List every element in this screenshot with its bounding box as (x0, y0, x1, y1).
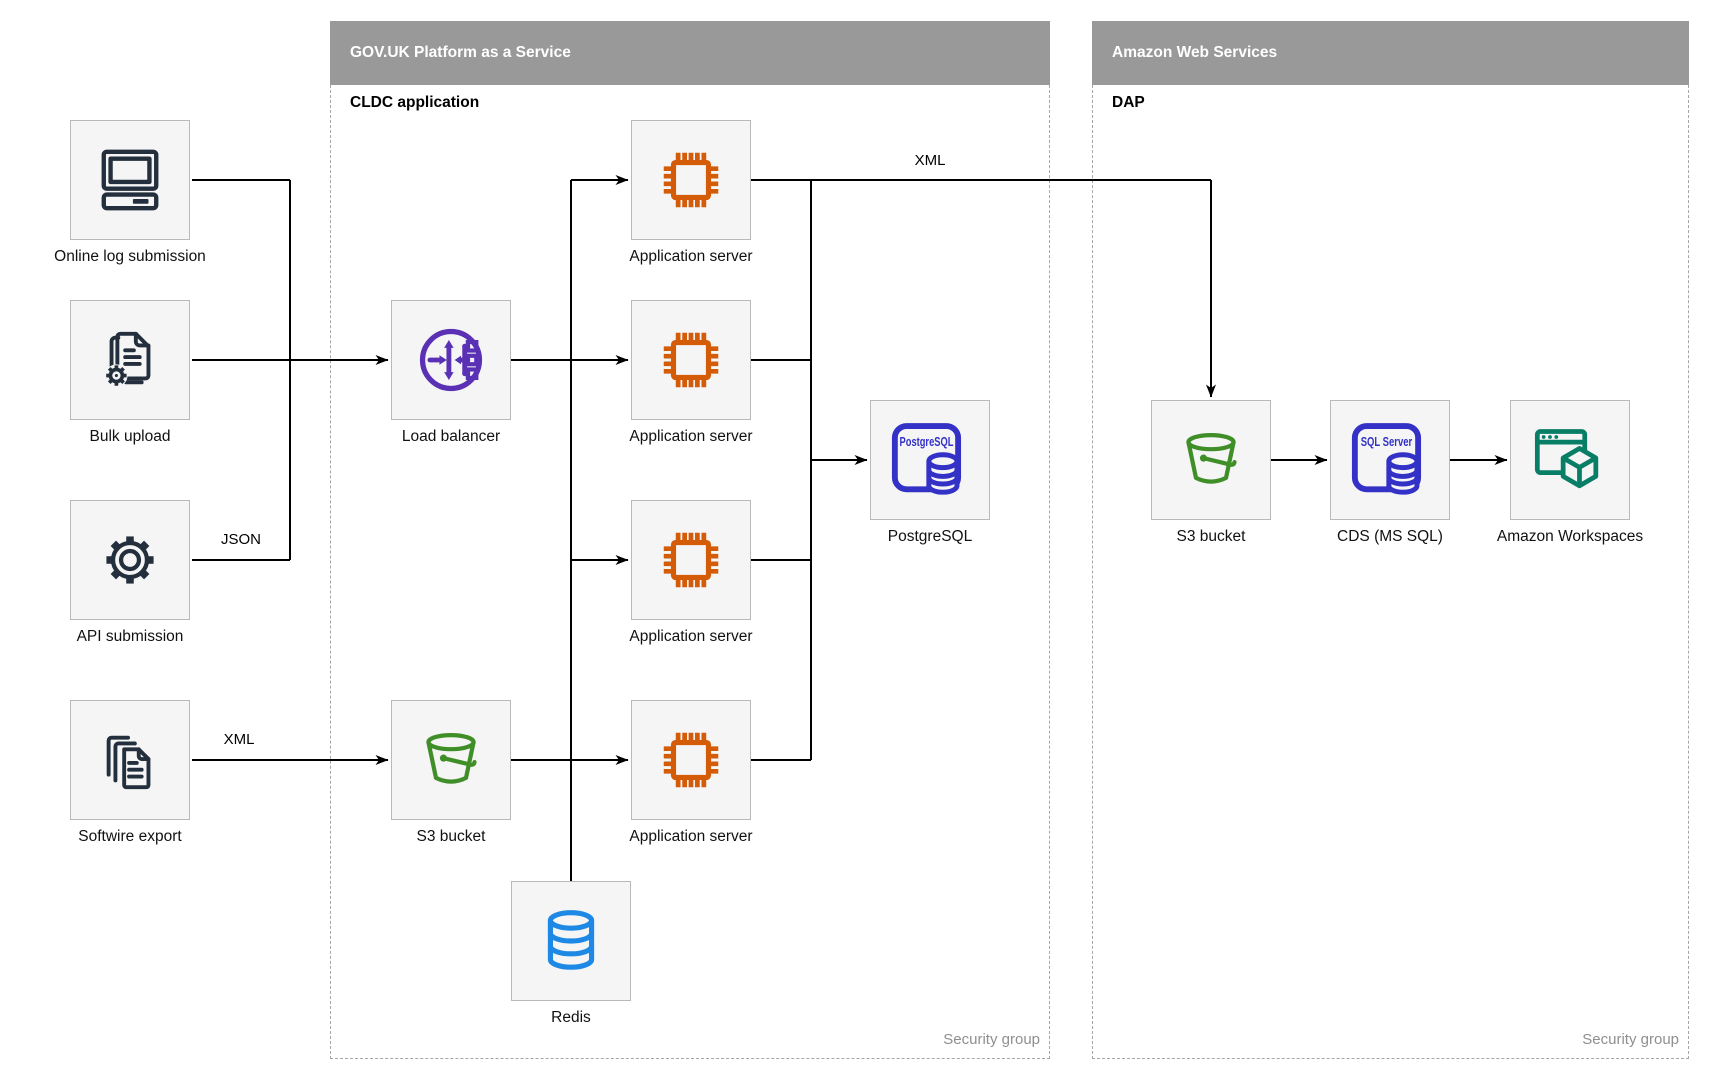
chip-icon (663, 732, 719, 788)
node-label-softwire-export: Softwire export (78, 828, 182, 845)
node-softwire-export (70, 700, 190, 820)
node-label-bulk-upload: Bulk upload (89, 428, 171, 445)
node-postgresql: PostgreSQL (870, 400, 990, 520)
chip-icon (663, 532, 719, 588)
node-label-api-submission: API submission (76, 628, 184, 645)
node-cds-ms-sql: SQL Server (1330, 400, 1450, 520)
node-label-online-log-submission: Online log submission (54, 248, 206, 265)
svg-text:SQL Server: SQL Server (1361, 434, 1413, 449)
security-group-label-govuk: Security group (943, 1031, 1040, 1048)
node-s3-bucket-aws (1151, 400, 1271, 520)
bucket-icon (1186, 432, 1237, 484)
node-label-s3-bucket-aws: S3 bucket (1176, 528, 1246, 545)
node-label-application-server-2: Application server (629, 428, 753, 445)
node-application-server-2 (631, 300, 751, 420)
node-redis (511, 881, 631, 1001)
container-title: Amazon Web Services (1112, 44, 1278, 61)
sql-server-icon: SQL Server (1351, 423, 1422, 495)
node-label-load-balancer: Load balancer (401, 428, 501, 445)
load-balancer-icon (419, 328, 483, 392)
chip-icon (663, 152, 719, 208)
edge-label-xml-top: XML (895, 152, 965, 169)
container-header-govuk-paas: GOV.UK Platform as a Service (330, 21, 1050, 85)
edge-label-json: JSON (206, 531, 276, 548)
node-label-s3-bucket-paas: S3 bucket (416, 828, 486, 845)
database-cylinder-icon (547, 910, 595, 970)
node-bulk-upload (70, 300, 190, 420)
node-label-redis: Redis (551, 1009, 591, 1026)
container-subtitle-dap: DAP (1112, 94, 1145, 111)
documents-stack-icon (106, 735, 151, 790)
node-application-server-4 (631, 700, 751, 820)
computer-icon (101, 149, 159, 211)
workspaces-icon (1534, 429, 1599, 489)
bucket-icon (426, 732, 477, 784)
node-s3-bucket-paas (391, 700, 511, 820)
node-api-submission (70, 500, 190, 620)
node-label-application-server-4: Application server (629, 828, 753, 845)
node-load-balancer (391, 300, 511, 420)
node-label-cds-ms-sql: CDS (MS SQL) (1337, 528, 1443, 545)
chip-icon (663, 332, 719, 388)
security-group-label-aws: Security group (1582, 1031, 1679, 1048)
node-amazon-workspaces (1510, 400, 1630, 520)
postgresql-icon: PostgreSQL (891, 423, 962, 495)
node-label-postgresql: PostgreSQL (887, 528, 973, 545)
container-region-aws (1092, 85, 1689, 1059)
node-application-server-1 (631, 120, 751, 240)
gear-icon (106, 536, 154, 584)
node-label-amazon-workspaces: Amazon Workspaces (1496, 528, 1644, 545)
container-title: GOV.UK Platform as a Service (350, 44, 571, 61)
node-label-application-server-1: Application server (629, 248, 753, 265)
container-subtitle-cldc: CLDC application (350, 94, 480, 111)
node-application-server-3 (631, 500, 751, 620)
node-label-application-server-3: Application server (629, 628, 753, 645)
container-header-aws: Amazon Web Services (1092, 21, 1689, 85)
svg-text:PostgreSQL: PostgreSQL (900, 434, 954, 449)
container-region-govuk-paas (330, 85, 1050, 1059)
edge-label-xml-softwire: XML (204, 731, 274, 748)
document-gear-icon (105, 331, 151, 387)
node-online-log-submission (70, 120, 190, 240)
